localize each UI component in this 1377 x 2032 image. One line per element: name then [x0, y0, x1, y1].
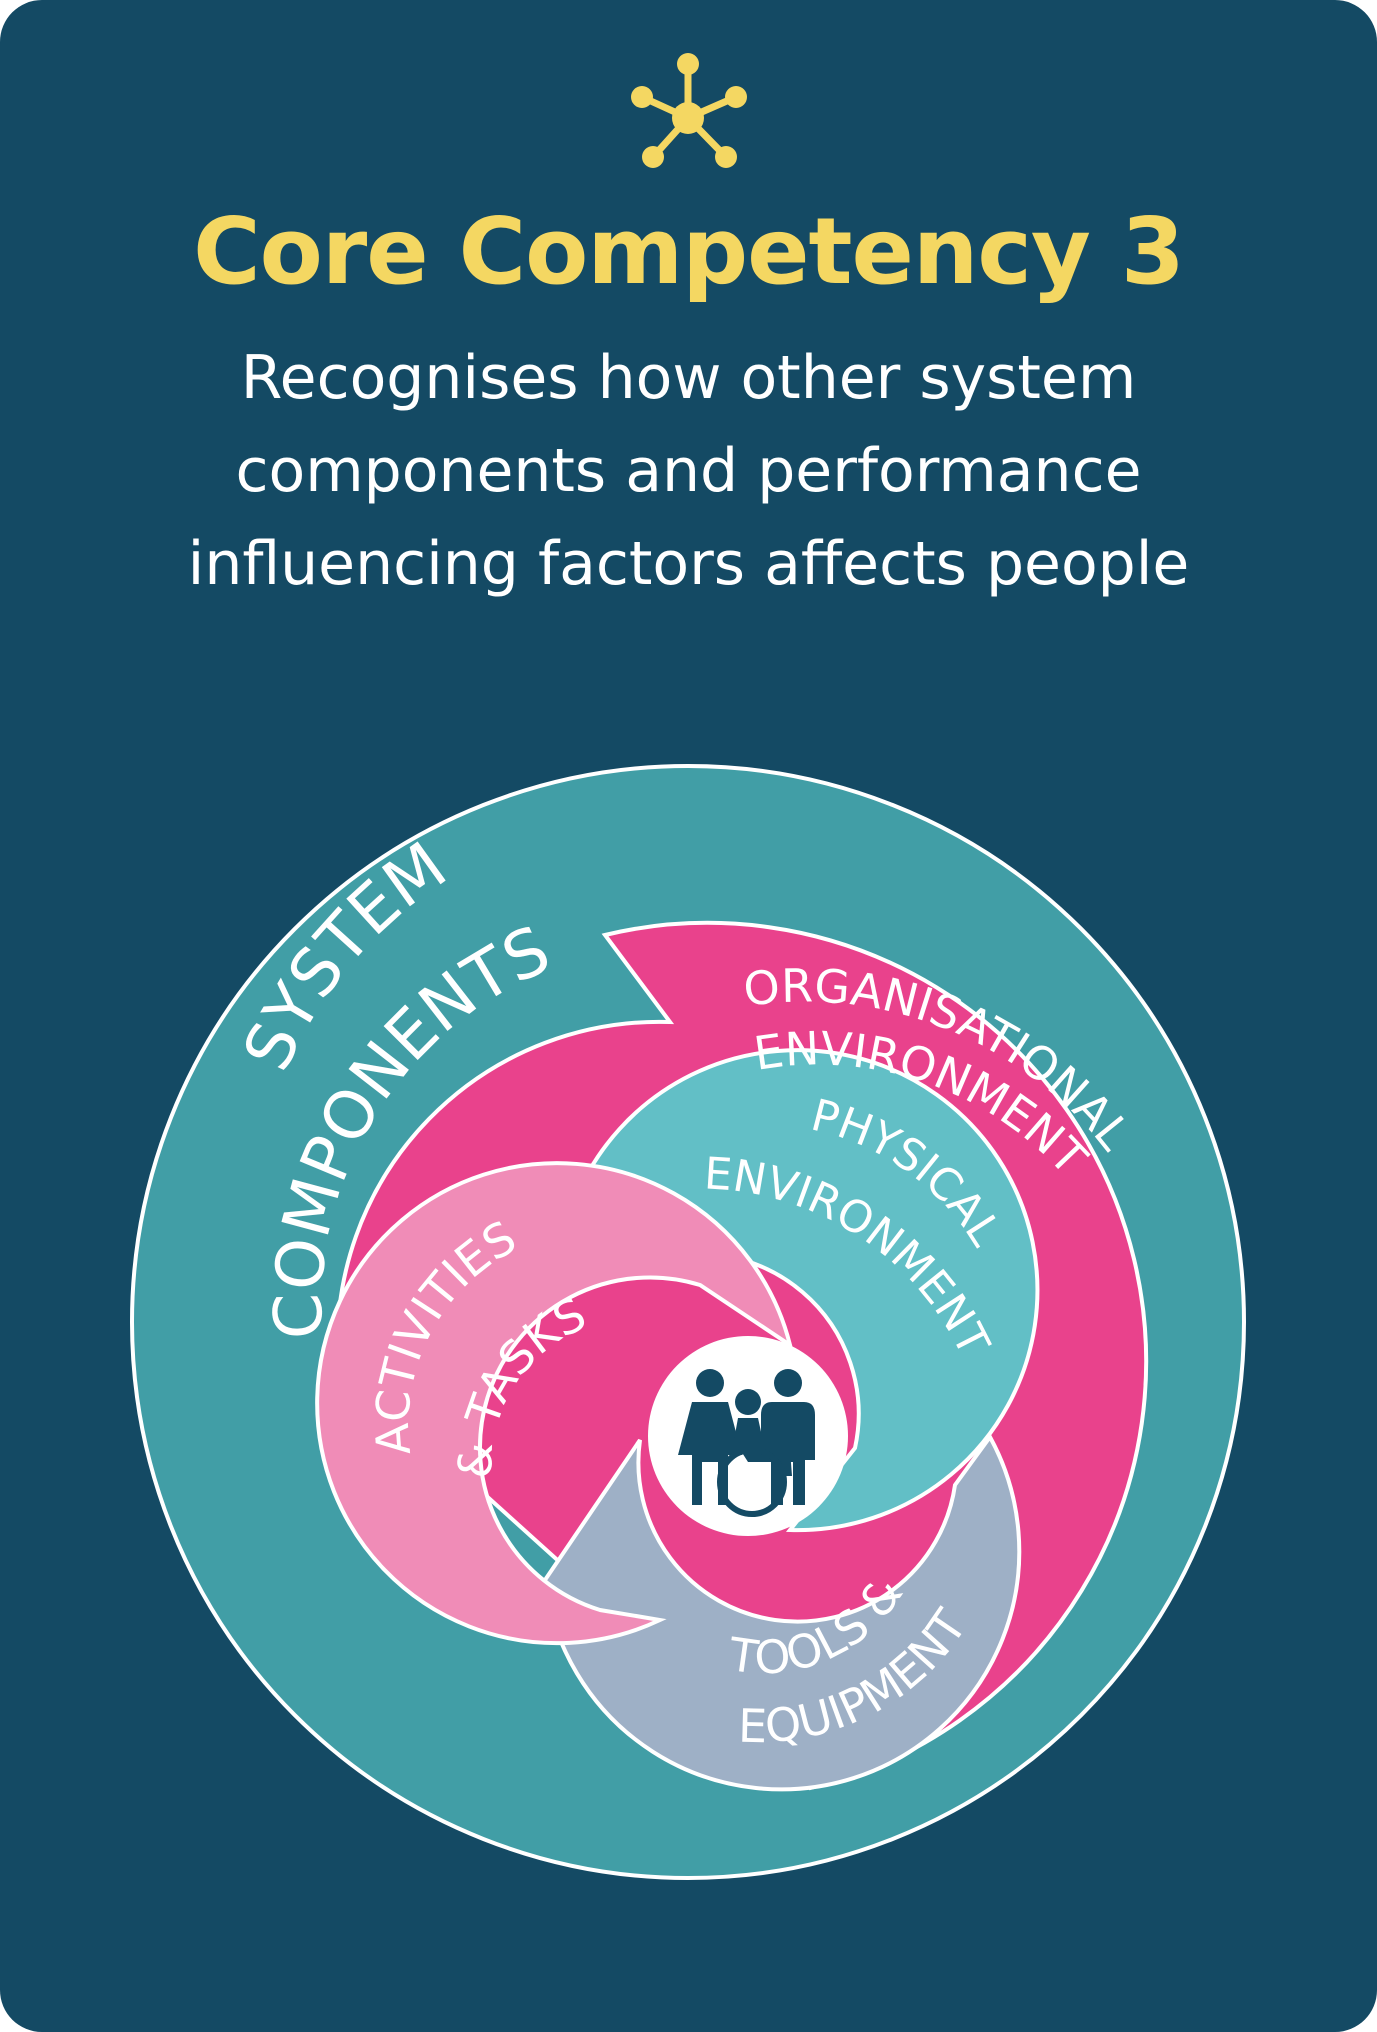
system-components-diagram: SYSTEM COMPONENTS ORGANISATIONAL ENVIRON… — [130, 764, 1246, 1880]
card-title: Core Competency 3 — [193, 198, 1185, 305]
card-subtitle: Recognises how other system components a… — [100, 332, 1277, 611]
segment-activities — [315, 1161, 794, 1646]
people-with-wheelchair-icon — [648, 1336, 848, 1536]
subtitle-line: components and performance — [235, 436, 1142, 506]
segment-tools — [542, 1433, 1022, 1792]
segment-physical — [572, 1048, 1040, 1533]
network-hub-icon — [618, 50, 758, 180]
subtitle-line: influencing factors affects people — [187, 529, 1190, 599]
subtitle-line: Recognises how other system — [240, 343, 1137, 413]
